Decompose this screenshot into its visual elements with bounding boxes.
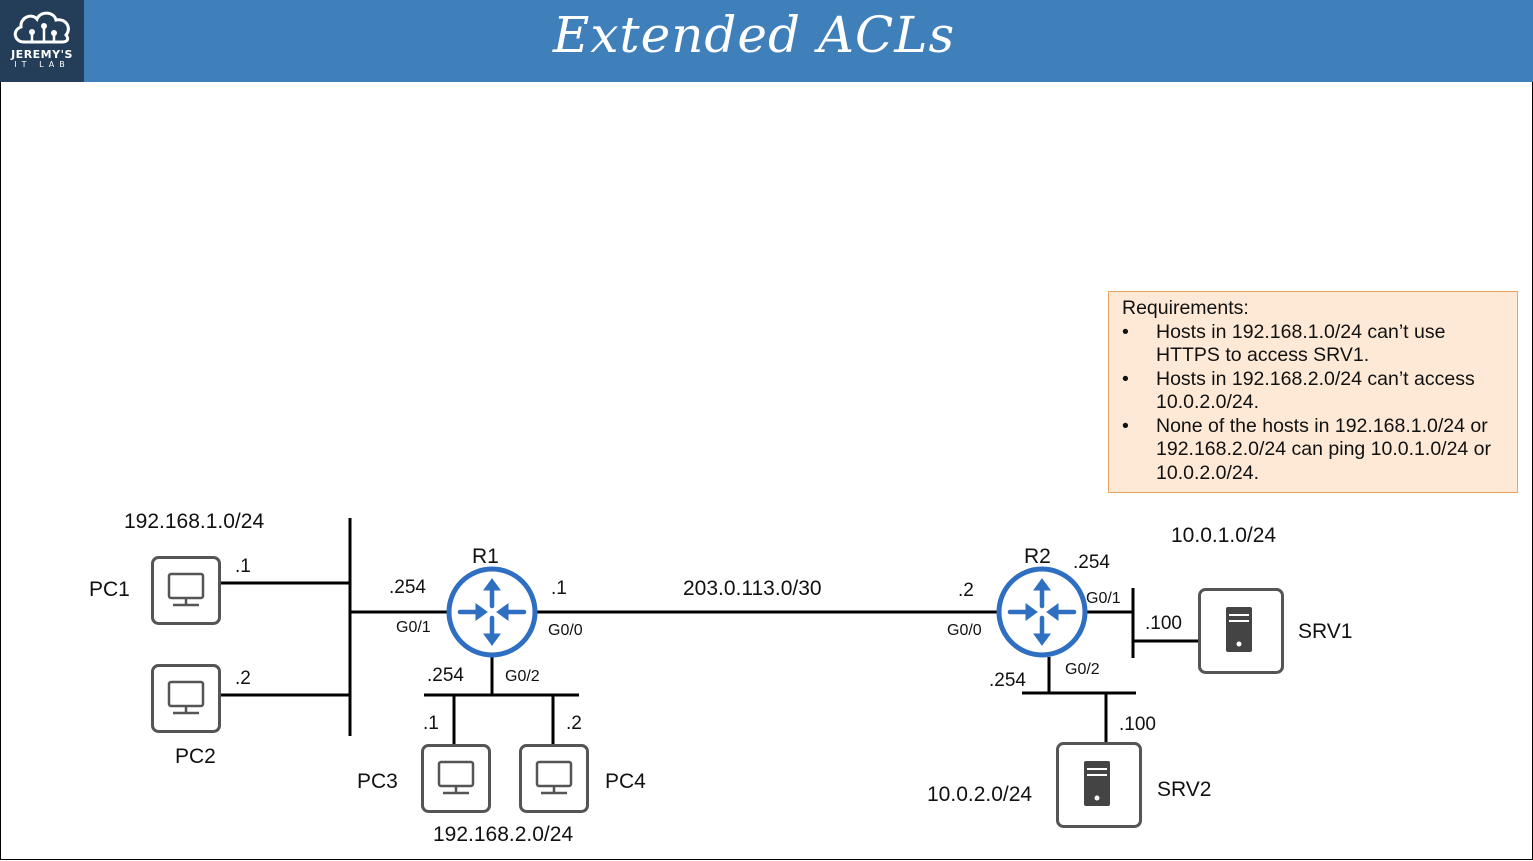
r2-g02-address: .254 [989, 670, 1026, 691]
lan2-network-label: 192.168.2.0/24 [433, 823, 573, 846]
pc3-icon [421, 744, 491, 813]
logo-text-it-lab: IT LAB [14, 60, 70, 69]
page-title: Extended ACLs [552, 6, 956, 64]
srv1-icon [1198, 588, 1284, 674]
srv2-address: .100 [1119, 714, 1156, 735]
srv1-label: SRV1 [1298, 620, 1352, 643]
pc4-icon [519, 744, 589, 813]
r2-router-icon [996, 566, 1088, 658]
pc1-icon [151, 556, 221, 625]
r1-router-icon [446, 566, 538, 658]
r2-g01-address: .254 [1073, 552, 1110, 573]
r2-label: R2 [1024, 545, 1051, 568]
r1-label: R1 [472, 545, 499, 568]
r2-g00-interface: G0/0 [947, 622, 982, 639]
requirements-list: Hosts in 192.168.1.0/24 can’t use HTTPS … [1122, 321, 1507, 486]
srv2-icon [1056, 742, 1142, 828]
requirements-heading: Requirements: [1122, 297, 1249, 319]
r1-g01-address: .254 [389, 577, 426, 598]
pc4-label: PC4 [605, 770, 646, 793]
header-bar: JEREMY'S IT LAB Extended ACLs [0, 0, 1533, 82]
wan-network-label: 203.0.113.0/30 [683, 577, 822, 600]
cloud-icon [13, 11, 70, 44]
logo-text-jeremys: JEREMY'S [11, 48, 73, 61]
pc1-label: PC1 [89, 578, 130, 601]
srv-net2-label: 10.0.2.0/24 [927, 783, 1032, 806]
pc2-icon [151, 664, 221, 733]
srv2-label: SRV2 [1157, 778, 1211, 801]
r1-g00-address: .1 [551, 578, 567, 599]
r2-g02-interface: G0/2 [1065, 661, 1100, 678]
requirement-item: Hosts in 192.168.2.0/24 can’t access 10.… [1122, 368, 1507, 415]
r1-g02-address: .254 [427, 665, 464, 686]
pc3-address: .1 [423, 713, 439, 734]
r1-g01-interface: G0/1 [396, 619, 431, 636]
requirement-item: Hosts in 192.168.1.0/24 can’t use HTTPS … [1122, 321, 1507, 368]
pc2-address: .2 [235, 668, 251, 689]
srv-net1-label: 10.0.1.0/24 [1171, 524, 1276, 547]
r1-g02-interface: G0/2 [505, 668, 540, 685]
network-links [221, 518, 1198, 744]
pc3-label: PC3 [357, 770, 398, 793]
pc2-label: PC2 [175, 745, 216, 768]
pc1-address: .1 [235, 556, 251, 577]
jeremys-it-lab-logo: JEREMY'S IT LAB [0, 0, 84, 82]
r2-g00-address: .2 [958, 580, 974, 601]
lan1-network-label: 192.168.1.0/24 [124, 510, 264, 533]
r1-g00-interface: G0/0 [548, 622, 583, 639]
requirement-item: None of the hosts in 192.168.1.0/24 or 1… [1122, 415, 1507, 486]
pc4-address: .2 [566, 713, 582, 734]
srv1-address: .100 [1145, 613, 1182, 634]
requirements-box: Requirements: Hosts in 192.168.1.0/24 ca… [1108, 291, 1518, 493]
r2-g01-interface: G0/1 [1086, 590, 1121, 607]
